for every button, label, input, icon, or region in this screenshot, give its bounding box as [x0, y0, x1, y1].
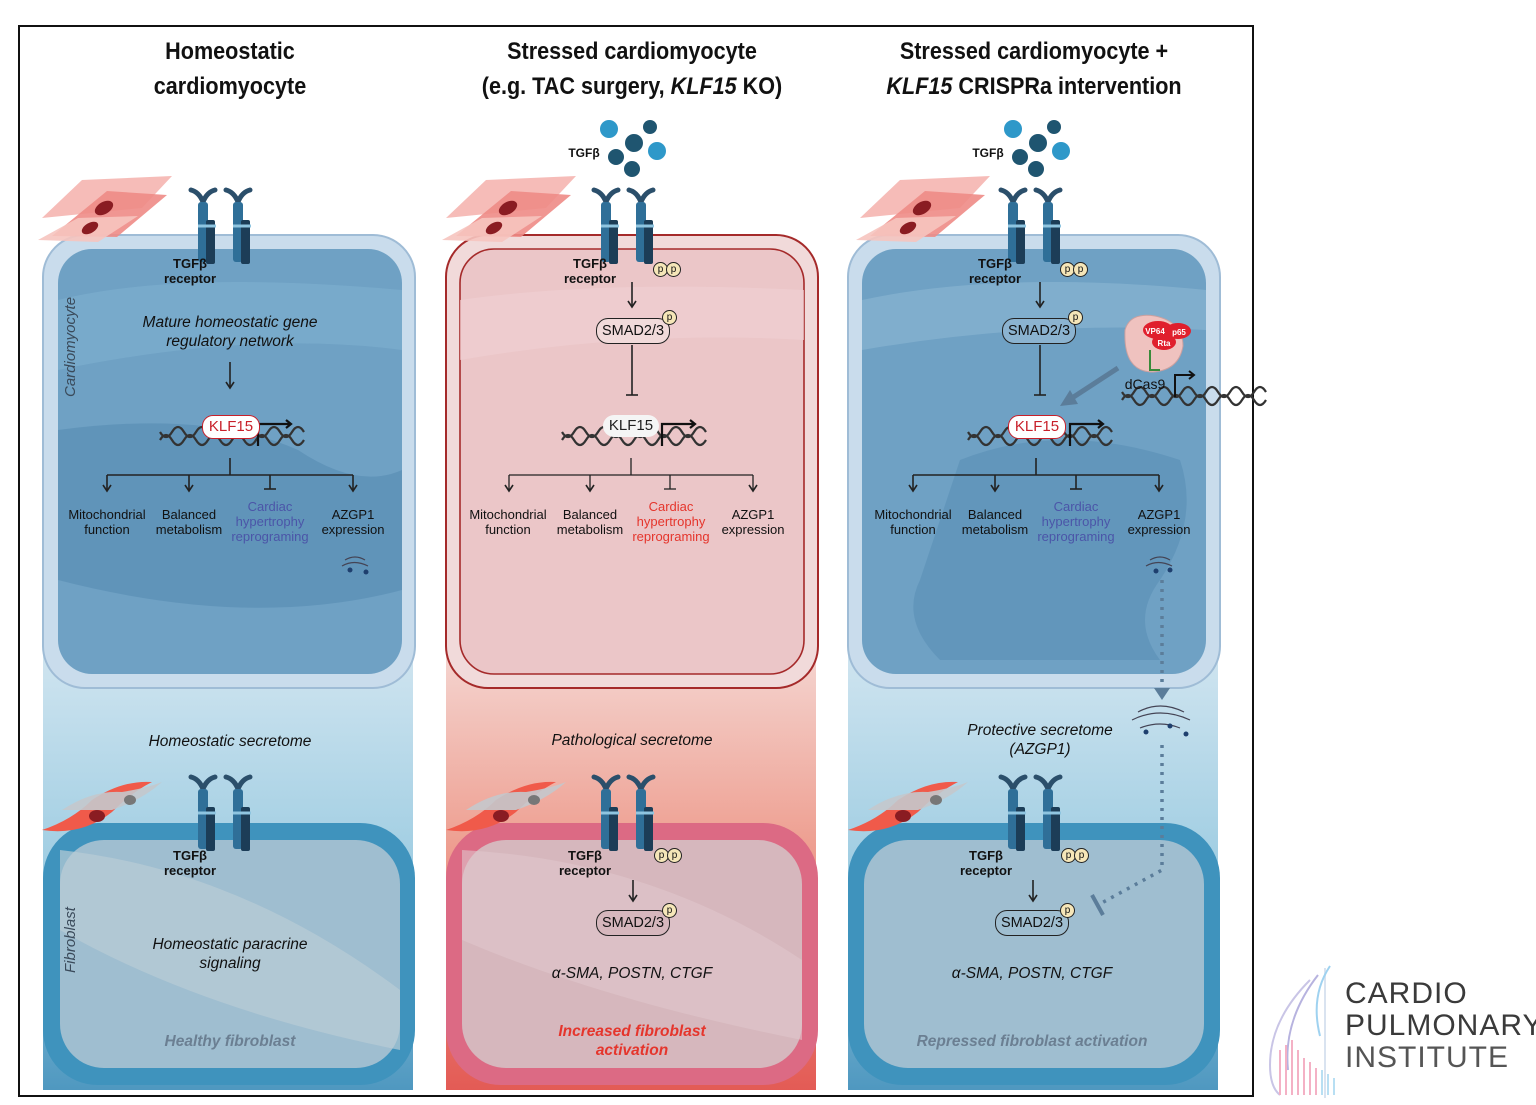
fibroblast-receptor-label: TGFβ receptor — [558, 848, 612, 878]
phospho-badge: p — [1068, 310, 1083, 325]
output-hypertrophy: Cardiac hypertrophy reprograming — [231, 499, 309, 544]
phospho-badge: p — [1073, 262, 1088, 277]
crispr-vp64: VP64 — [1145, 327, 1165, 336]
logo-line2: PULMONARY — [1345, 1009, 1536, 1042]
output-azgp1: AZGP1 expression — [1127, 507, 1191, 537]
logo-line1: CARDIO — [1345, 977, 1468, 1010]
receptor-label: TGFβ receptor — [563, 256, 617, 286]
secretome-label: Pathological secretome — [551, 732, 713, 749]
phospho-badge: p — [1061, 848, 1076, 863]
fibroblast-state: Repressed fibroblast activation — [916, 1033, 1148, 1050]
crispra-complex-icon — [1124, 314, 1191, 373]
logo-line3: INSTITUTE — [1345, 1041, 1509, 1074]
fibrosis-markers: α-SMA, POSTN, CTGF — [951, 965, 1113, 982]
output-metabolism: Balanced metabolism — [961, 507, 1029, 537]
cardiomyocyte-side-label: Cardiomyocyte — [62, 296, 79, 397]
panel2-title: Stressed cardiomyocyte (e.g. TAC surgery… — [481, 38, 783, 100]
output-mitochondrial: Mitochondrial function — [68, 507, 146, 537]
cpi-logo-icon — [1268, 965, 1335, 1098]
klf15-gene: KLF15 — [202, 415, 260, 439]
smad-node: SMAD2/3 — [1002, 318, 1076, 344]
fibroblast-smad-node: SMAD2/3 — [995, 910, 1069, 936]
fibrosis-markers: α-SMA, POSTN, CTGF — [551, 965, 713, 982]
receptor-label: TGFβ receptor — [163, 256, 217, 286]
phospho-badge: p — [666, 262, 681, 277]
phospho-badge: p — [1074, 848, 1089, 863]
phospho-badge: p — [662, 903, 677, 918]
crispr-rta: Rta — [1157, 339, 1171, 348]
fibroblast-smad-node: SMAD2/3 — [596, 910, 670, 936]
secretome-label: Protective secretome (AZGP1) — [967, 722, 1113, 758]
tgfb-ligand-label: TGFβ — [972, 146, 1004, 160]
panel1-title: Homeostatic cardiomyocyte — [153, 38, 307, 100]
klf15-gene: KLF15 — [603, 415, 659, 437]
output-mitochondrial: Mitochondrial function — [469, 507, 547, 537]
receptor-label: TGFβ receptor — [968, 256, 1022, 286]
panel3-title: Stressed cardiomyocyte + KLF15 CRISPRa i… — [886, 38, 1182, 100]
output-azgp1: AZGP1 expression — [321, 507, 385, 537]
paracrine-label: Homeostatic paracrine signaling — [152, 936, 308, 972]
fibroblast-state: Increased fibroblast activation — [558, 1023, 706, 1059]
smad-node: SMAD2/3 — [596, 318, 670, 344]
institute-logo-text: CARDIO PULMONARY INSTITUTE — [1345, 977, 1536, 1074]
figure-frame — [18, 25, 1254, 1097]
output-hypertrophy: Cardiac hypertrophy reprograming — [1037, 499, 1115, 544]
output-mitochondrial: Mitochondrial function — [874, 507, 952, 537]
fibroblast-state: Healthy fibroblast — [164, 1033, 296, 1050]
crispr-p65: p65 — [1172, 328, 1186, 337]
dcas9-label: dCas9 — [1124, 376, 1166, 392]
fibroblast-receptor-label: TGFβ receptor — [959, 848, 1013, 878]
phospho-badge: p — [1060, 903, 1075, 918]
klf15-gene: KLF15 — [1008, 415, 1066, 439]
gene-network-label: Mature homeostatic gene regulatory netwo… — [142, 314, 318, 350]
phospho-badge: p — [662, 310, 677, 325]
secreted-protein-icon — [341, 556, 369, 575]
phospho-badge: p — [667, 848, 682, 863]
output-metabolism: Balanced metabolism — [556, 507, 624, 537]
secretome-label: Homeostatic secretome — [148, 733, 312, 750]
fibroblast-side-label: Fibroblast — [62, 907, 79, 973]
output-hypertrophy: Cardiac hypertrophy reprograming — [632, 499, 710, 544]
output-metabolism: Balanced metabolism — [155, 507, 223, 537]
fibroblast-receptor-label: TGFβ receptor — [163, 848, 217, 878]
output-azgp1: AZGP1 expression — [721, 507, 785, 537]
tgfb-ligand-label: TGFβ — [568, 146, 600, 160]
